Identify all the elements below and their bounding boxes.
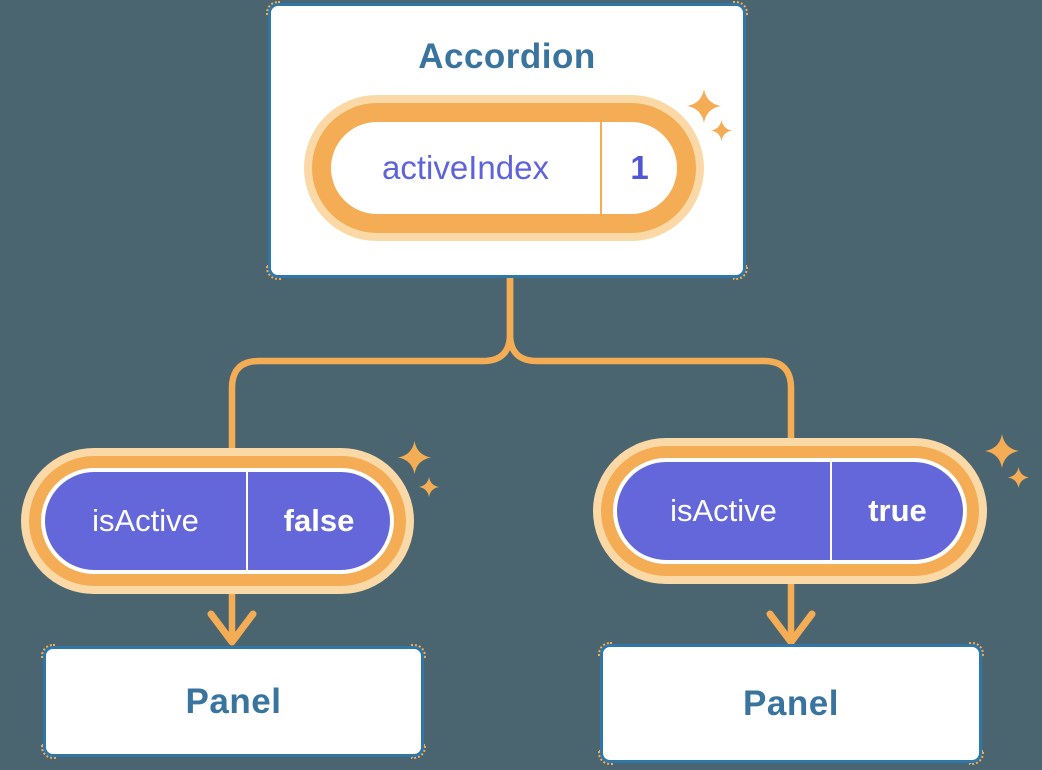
arrowhead-right-icon — [766, 610, 816, 646]
sparkle-icon — [398, 441, 431, 474]
arrowhead-left-icon — [207, 610, 257, 646]
connector-left-branch — [228, 275, 514, 642]
state-value-label: 1 — [630, 149, 649, 186]
accordion-title: Accordion — [418, 37, 596, 76]
accordion-component-box: Accordion activeIndex 1 — [266, 1, 748, 280]
panel-title: Panel — [185, 681, 282, 721]
prop-pill-isactive-true: isActive true — [613, 458, 967, 564]
sparkle-icon — [687, 89, 721, 123]
prop-key-label: isActive — [670, 493, 777, 528]
panel-component-box-right: Panel — [598, 642, 984, 765]
sparkle-icon — [985, 434, 1019, 468]
sparkle-icon — [419, 477, 439, 497]
sparkle-icon — [1008, 467, 1029, 488]
state-key-label: activeIndex — [382, 149, 549, 186]
panel-component-box-left: Panel — [41, 644, 426, 759]
sparkle-icon — [711, 120, 732, 141]
pill-divider — [600, 122, 602, 214]
prop-value-label: true — [868, 493, 927, 528]
pill-divider — [830, 462, 832, 560]
panel-title: Panel — [743, 683, 839, 723]
pill-divider — [246, 472, 248, 570]
state-pill: activeIndex 1 — [331, 122, 677, 214]
prop-key-label: isActive — [92, 503, 199, 538]
prop-pill-isactive-false: isActive false — [41, 468, 394, 574]
prop-value-label: false — [283, 503, 355, 538]
connector-right-branch — [506, 275, 795, 642]
